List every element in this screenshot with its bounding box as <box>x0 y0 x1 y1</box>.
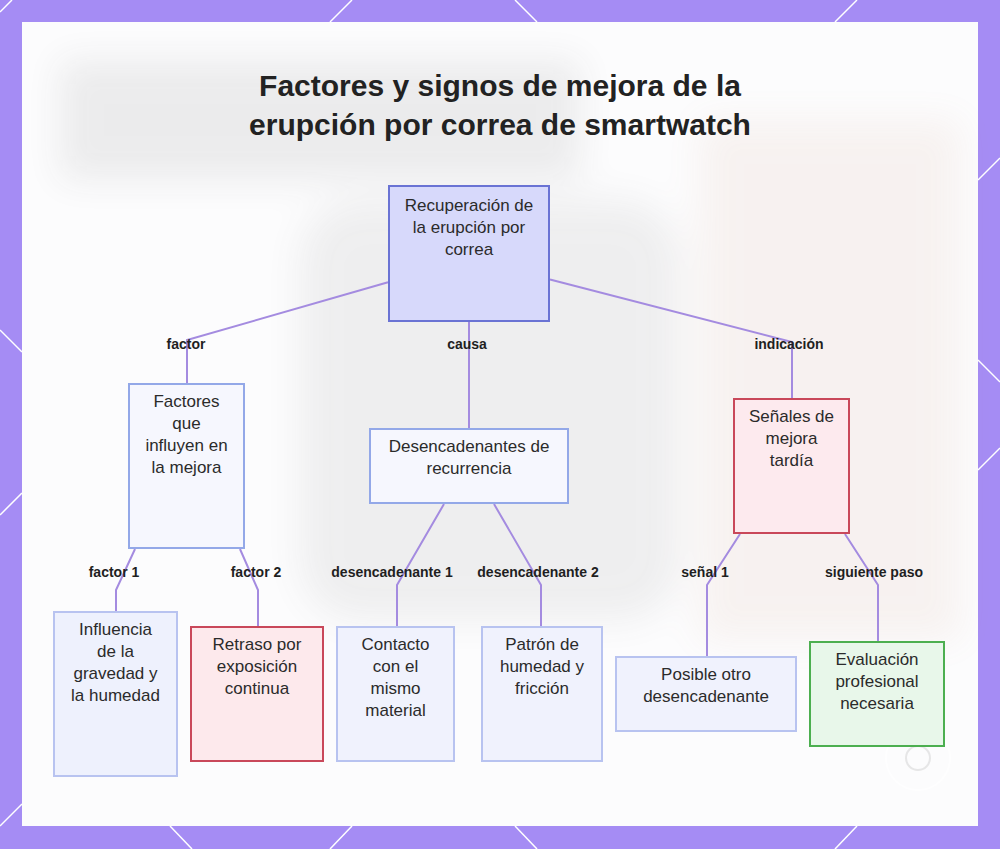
edge-label: indicación <box>754 336 823 352</box>
node-text: Recuperación de la erupción por correa <box>404 195 534 261</box>
border-line <box>0 330 22 352</box>
edge-label: factor <box>167 336 206 352</box>
process-box: Factores que influyen en la mejora <box>128 383 245 549</box>
border-line <box>0 804 22 826</box>
process-box: Desencadenantes de recurrencia <box>369 428 569 504</box>
node-text: Retraso por exposición continua <box>206 634 308 700</box>
edge-label: factor 1 <box>89 564 140 580</box>
node-text: Posible otro desencadenante <box>631 664 781 708</box>
border-line <box>170 826 192 849</box>
border-line <box>835 0 857 22</box>
border-line <box>835 826 857 849</box>
connector <box>116 549 135 611</box>
connector <box>707 534 740 656</box>
node-text: Desencadenantes de recurrencia <box>385 436 553 480</box>
process-box: Recuperación de la erupción por correa <box>388 185 550 322</box>
border-line <box>0 493 22 515</box>
blurred-photo <box>60 60 960 640</box>
diagram-title: Factores y signos de mejora de la erupci… <box>200 66 800 144</box>
node-text: Evaluación profesional necesaria <box>825 649 929 715</box>
process-box: Posible otro desencadenante <box>615 656 797 732</box>
node-text: Influencia de la gravedad y la humedad <box>69 619 162 707</box>
connector <box>845 534 878 641</box>
border-line <box>978 360 1000 382</box>
border-line <box>0 0 12 12</box>
connector <box>187 282 388 383</box>
node-text: Contacto con el mismo material <box>352 634 439 722</box>
process-box: Evaluación profesional necesaria <box>809 641 945 747</box>
border-line <box>978 158 1000 180</box>
edge-label: factor 2 <box>231 564 282 580</box>
node-text: Factores que influyen en la mejora <box>142 391 231 479</box>
border-line <box>515 826 537 849</box>
border-line <box>978 448 1000 470</box>
process-box: Señales de mejora tardía <box>733 398 850 534</box>
edge-label: causa <box>447 336 487 352</box>
border-line <box>515 0 537 22</box>
connector <box>240 549 258 626</box>
border-line <box>330 0 352 22</box>
process-box: Influencia de la gravedad y la humedad <box>53 611 178 777</box>
process-box: Retraso por exposición continua <box>190 626 324 762</box>
process-box: Patrón de humedad y fricción <box>481 626 603 762</box>
border-line <box>330 826 352 849</box>
edge-label: desencadenante 2 <box>477 564 598 580</box>
edge-label: señal 1 <box>681 564 728 580</box>
node-text: Señales de mejora tardía <box>745 406 838 472</box>
node-text: Patrón de humedad y fricción <box>497 634 587 700</box>
edge-label: siguiente paso <box>825 564 923 580</box>
process-box: Contacto con el mismo material <box>336 626 455 762</box>
corner-badge <box>906 746 930 770</box>
edge-label: desencadenante 1 <box>331 564 452 580</box>
hand-shape <box>700 120 960 640</box>
